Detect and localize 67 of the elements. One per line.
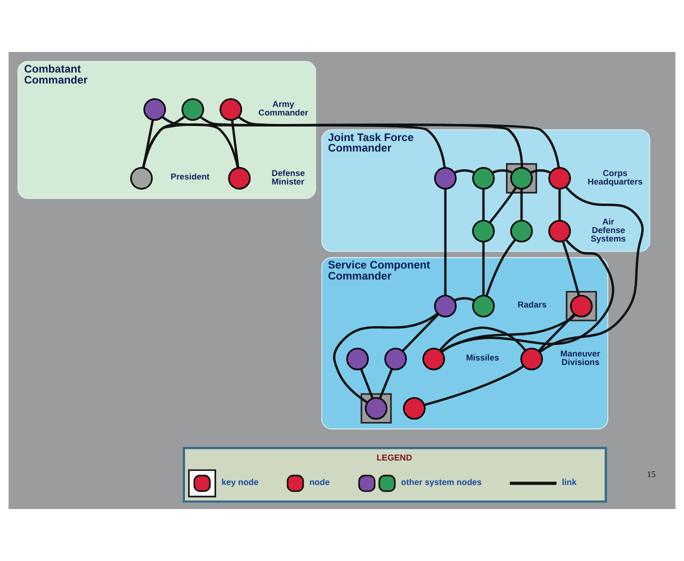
connector [482, 242, 485, 296]
label: 15 [647, 468, 656, 479]
node-label: Army Commander [258, 99, 308, 118]
cluster [360, 393, 392, 424]
connector [440, 238, 614, 353]
node-circle [364, 397, 388, 420]
connector [360, 368, 374, 399]
connector [492, 169, 514, 174]
connector [520, 188, 523, 220]
node-circle [228, 167, 251, 190]
connector [530, 169, 552, 174]
connector [142, 123, 239, 168]
connector [424, 364, 524, 406]
connector [444, 188, 447, 296]
connector [538, 313, 576, 352]
node-circle [143, 98, 166, 121]
node-circle [434, 294, 457, 318]
node-circle [548, 220, 571, 242]
node-circle [472, 294, 495, 318]
connector [378, 368, 393, 399]
connector [333, 312, 438, 404]
cluster [506, 163, 538, 194]
node-circle [346, 348, 369, 370]
node-label: Defense Minister [272, 168, 305, 186]
connector [454, 169, 475, 174]
connector [482, 188, 485, 220]
node-label: Missiles [466, 352, 500, 362]
connector [200, 116, 524, 168]
connector [238, 116, 560, 168]
node-label: Maneuver Divisions [560, 348, 600, 368]
connector [162, 116, 446, 168]
node-circle [510, 167, 533, 190]
connector [488, 186, 517, 224]
label: LEGEND [376, 452, 412, 463]
connector [562, 240, 580, 296]
node-label: President [170, 172, 210, 182]
node-circle [130, 167, 153, 190]
node-circle [570, 294, 593, 318]
legend-label: link [562, 476, 577, 487]
node-circle [422, 348, 445, 370]
node-circle [182, 98, 204, 121]
connector [539, 186, 644, 354]
node-circle [220, 98, 242, 121]
node-circle [434, 167, 457, 190]
connector [402, 313, 440, 352]
node-circle [520, 348, 543, 370]
connector [230, 120, 240, 168]
connector [440, 314, 576, 353]
node-label: Corps Headquarters [588, 168, 643, 186]
connector [142, 120, 154, 168]
legend-label: other system nodes [401, 476, 482, 487]
node-circle [403, 397, 426, 420]
connector [439, 326, 526, 352]
node-circle [472, 167, 495, 190]
connector [142, 116, 186, 168]
node-circle [548, 167, 571, 190]
connector [485, 238, 516, 296]
node-circle [472, 220, 495, 242]
node-label: Radars [518, 300, 547, 310]
cluster [566, 291, 597, 322]
node-circle [384, 348, 407, 370]
legend-label: node [309, 476, 330, 487]
legend-label: key node [222, 476, 259, 487]
connector [558, 188, 561, 220]
node-circle [510, 220, 533, 242]
connector [454, 297, 475, 302]
node-label: Air Defense Systems [590, 216, 626, 244]
